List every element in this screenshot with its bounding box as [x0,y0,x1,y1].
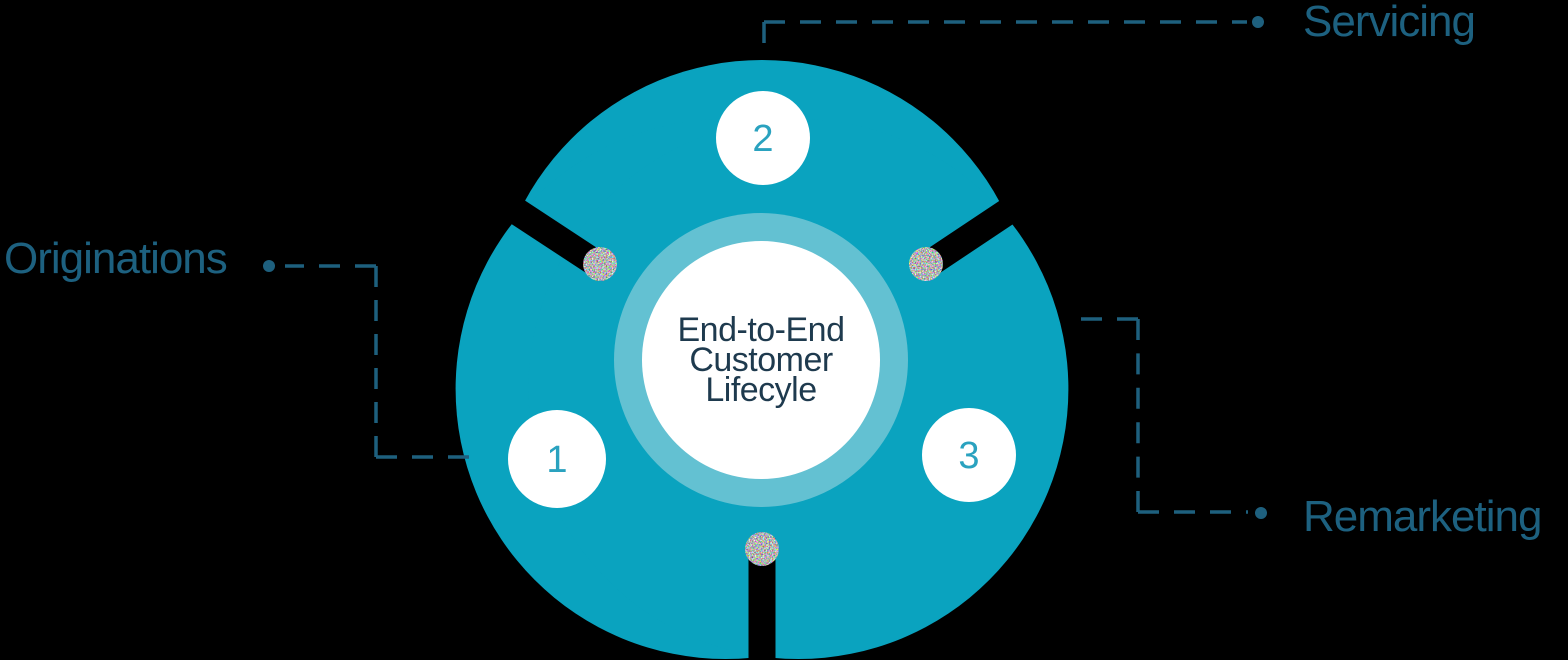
segment-number-circle-1 [508,410,606,508]
callout-connectors [285,20,1248,514]
label-originations: Originations [4,234,228,283]
remarketing-connector-dot [1255,507,1267,519]
segment-number-2: 2 [752,118,774,160]
segment-divider-slots [446,160,1078,660]
divider-slot-upper-right [912,160,1078,280]
slot-speckle-textures [583,247,943,566]
center-disc [642,241,880,479]
divider-slot-upper-left [446,160,614,280]
segment-number-3: 3 [958,435,980,477]
speckle-bottom [745,532,779,566]
label-servicing: Servicing [1303,0,1476,46]
originations-connector-dot [263,260,275,272]
servicing-connector-dot [1252,16,1264,28]
segment-number-circle-3 [922,408,1016,502]
speckle-upper-left [583,247,617,281]
label-remarketing: Remarketing [1303,492,1542,541]
callout-dots [263,16,1267,519]
segment-number-1: 1 [546,439,568,481]
segment-number-circle-2 [716,91,810,185]
speckle-upper-right [909,247,943,281]
center-title: End-to-End Customer Lifecyle [677,311,846,409]
